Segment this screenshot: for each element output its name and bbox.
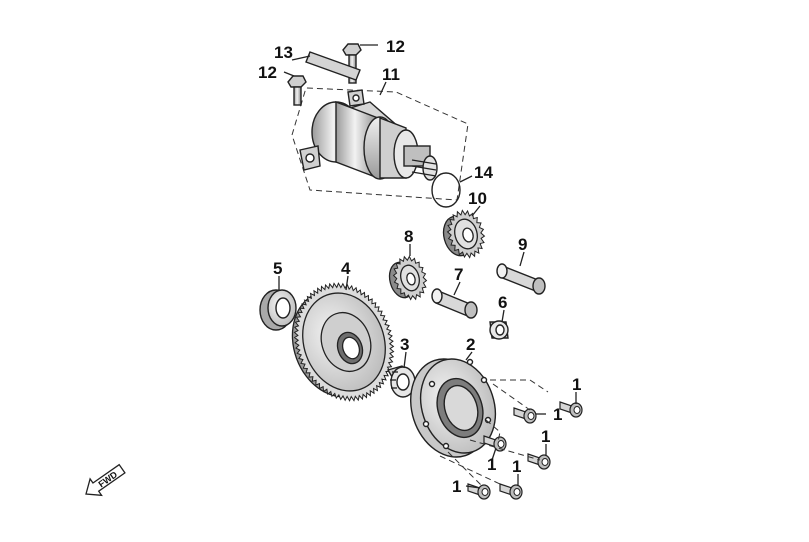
bolt-1 xyxy=(513,407,537,424)
o-ring xyxy=(431,172,461,208)
starter-group-outline xyxy=(291,87,469,201)
oil-seal-5 xyxy=(259,289,297,331)
starter-motor-group xyxy=(287,43,469,208)
bolt-12-left xyxy=(287,75,307,106)
callout-1-a: 1 xyxy=(572,375,581,394)
starter-driven-gear-4 xyxy=(291,282,395,402)
bolt-1 xyxy=(467,483,491,500)
bushing-6 xyxy=(489,320,509,340)
bolt-1 xyxy=(559,401,583,418)
callout-2: 2 xyxy=(466,335,475,354)
callout-1-b: 1 xyxy=(553,405,562,424)
shaft-7 xyxy=(431,288,478,319)
bolt-1 xyxy=(527,453,551,470)
bolts-1 xyxy=(467,401,583,500)
idle-gear-8 xyxy=(388,255,428,301)
callout-3: 3 xyxy=(400,335,409,354)
callout-1-d: 1 xyxy=(487,455,496,474)
part-callouts: 12 13 12 11 14 10 8 9 4 5 7 6 3 2 1 1 1 … xyxy=(258,37,581,496)
callout-5: 5 xyxy=(273,259,282,278)
callout-13: 13 xyxy=(274,43,293,62)
bolt-1 xyxy=(499,483,523,500)
starter-rod xyxy=(305,51,361,81)
shaft-9 xyxy=(496,263,546,295)
callout-14: 14 xyxy=(474,163,493,182)
bolt-1 xyxy=(483,435,507,452)
callout-8: 8 xyxy=(404,227,413,246)
callout-6: 6 xyxy=(498,293,507,312)
callout-12-top: 12 xyxy=(386,37,405,56)
assembly-lines xyxy=(439,379,549,487)
leader-lines xyxy=(278,44,577,489)
callout-11: 11 xyxy=(382,65,400,84)
idle-gear-10 xyxy=(442,209,486,259)
callout-12-left: 12 xyxy=(258,63,277,82)
forward-arrow-icon: FWD xyxy=(85,463,126,497)
callout-9: 9 xyxy=(518,235,527,254)
one-way-clutch-2 xyxy=(409,358,497,458)
callout-7: 7 xyxy=(454,265,463,284)
starter-motor xyxy=(299,89,438,181)
callout-4: 4 xyxy=(341,259,351,278)
callout-1-c: 1 xyxy=(541,427,550,446)
callout-1-e: 1 xyxy=(512,457,521,476)
callout-10: 10 xyxy=(468,189,487,208)
callout-1-f: 1 xyxy=(452,477,461,496)
pinion-spline xyxy=(411,155,438,181)
